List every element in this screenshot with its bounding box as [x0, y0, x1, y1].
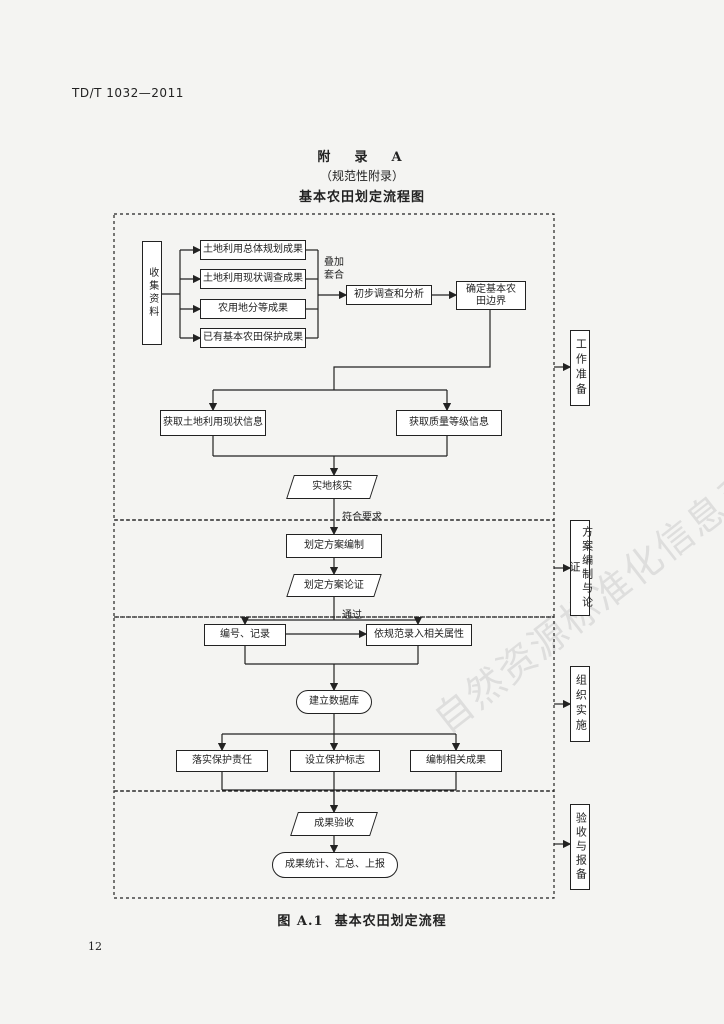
appendix-title: 附 录 A: [317, 150, 407, 165]
field-check-box: 实地核实: [286, 475, 378, 499]
compile-results-box: 编制相关成果: [410, 750, 502, 772]
overlay-label: 叠加套合: [324, 257, 344, 281]
build-database-box: 建立数据库: [296, 690, 372, 714]
set-marks-box: 设立保护标志: [290, 750, 380, 772]
appendix-subtitle: （规范性附录）: [319, 169, 404, 183]
plan-review-label: 划定方案论证: [304, 579, 364, 591]
acceptance-box: 成果验收: [290, 812, 378, 836]
phase-acceptance: 验收与报备: [570, 804, 590, 890]
number-record-box: 编号、记录: [204, 624, 286, 646]
source-general-plan: 土地利用总体规划成果: [200, 240, 306, 260]
enter-attributes-box: 依规范录入相关属性: [366, 624, 472, 646]
standard-code: TD/T 1032—2011: [72, 86, 184, 100]
plan-review-box: 划定方案论证: [286, 574, 382, 597]
assign-duty-box: 落实保护责任: [176, 750, 268, 772]
quality-info-box: 获取质量等级信息: [396, 410, 502, 436]
field-check-label: 实地核实: [312, 481, 352, 493]
land-use-info-box: 获取土地利用现状信息: [160, 410, 266, 436]
source-existing-protection: 已有基本农田保护成果: [200, 328, 306, 348]
collect-materials-box: 收集资料: [142, 241, 162, 345]
phase-implement: 组织实施: [570, 666, 590, 742]
boundary-box: 确定基本农田边界: [456, 281, 526, 310]
source-land-survey: 土地利用现状调查成果: [200, 269, 306, 289]
passed-label: 通过: [342, 610, 362, 621]
source-farmland-grading: 农用地分等成果: [200, 299, 306, 319]
appendix-name: 基本农田划定流程图: [298, 190, 425, 205]
figure-caption: 图 A.1 基本农田划定流程: [277, 914, 447, 929]
meets-requirements-label: 符合要求: [342, 512, 382, 523]
phase-preparation: 工作准备: [570, 330, 590, 406]
plan-compile-box: 划定方案编制: [286, 534, 382, 558]
acceptance-label: 成果验收: [314, 818, 354, 830]
stats-report-box: 成果统计、汇总、上报: [272, 852, 398, 878]
prelim-survey-box: 初步调查和分析: [346, 285, 432, 305]
phase-plan: 方案编制与论证: [568, 520, 594, 616]
page-number: 12: [88, 940, 102, 953]
